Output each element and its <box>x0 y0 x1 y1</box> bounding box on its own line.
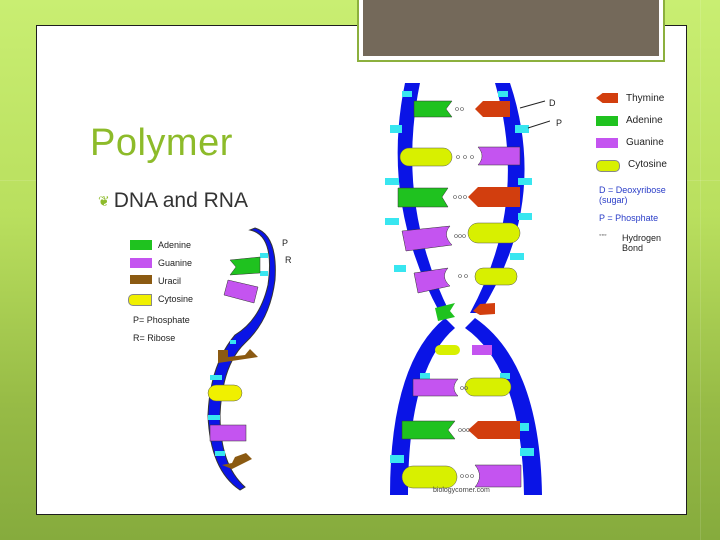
slide-title: Polymer <box>90 122 233 164</box>
dna-double-helix-diagram <box>385 83 550 495</box>
bullet-item: ❦ DNA and RNA <box>98 189 248 213</box>
cytosine-swatch <box>128 294 152 306</box>
p-marker: P <box>282 238 289 248</box>
phosphate-key: P= Phosphate <box>133 315 190 325</box>
decorative-swirl-icon: ❦ <box>98 192 110 209</box>
adenine-swatch <box>130 240 152 250</box>
dna-legend-label: Cytosine <box>628 159 667 170</box>
rna-legend-label: Cytosine <box>158 294 194 304</box>
dna-legend-label: Adenine <box>626 115 663 126</box>
cytosine-swatch <box>596 160 620 172</box>
ribose-key: R= Ribose <box>133 333 176 343</box>
rna-legend-label: Guanine <box>158 258 193 268</box>
r-marker: R <box>285 255 292 265</box>
adenine-swatch <box>596 116 618 126</box>
guanine-swatch <box>130 258 152 268</box>
phosphate-key: P = Phosphate <box>599 213 659 223</box>
deoxyribose-key: D = Deoxyribose (sugar) <box>599 185 666 205</box>
hydrogen-bond-key: Hydrogen Bond <box>622 233 662 253</box>
uracil-swatch <box>130 275 152 284</box>
d-marker: D <box>549 98 556 108</box>
rna-strand-diagram <box>207 227 276 491</box>
background-line <box>700 0 701 540</box>
dna-legend-label: Thymine <box>626 93 665 104</box>
header-box <box>357 0 665 62</box>
rna-legend-label: Adenine <box>158 240 192 250</box>
p-marker: P <box>556 118 563 128</box>
guanine-swatch <box>596 138 618 148</box>
thymine-swatch <box>596 93 618 103</box>
image-credit: biologycorner.com <box>433 487 490 494</box>
bullet-text: DNA and RNA <box>113 189 248 212</box>
hydrogen-bond-icon: ◦◦◦ <box>599 232 607 239</box>
slide-content-frame <box>36 25 687 515</box>
dna-legend-label: Guanine <box>626 137 664 148</box>
rna-legend-label: Uracil <box>158 276 182 286</box>
